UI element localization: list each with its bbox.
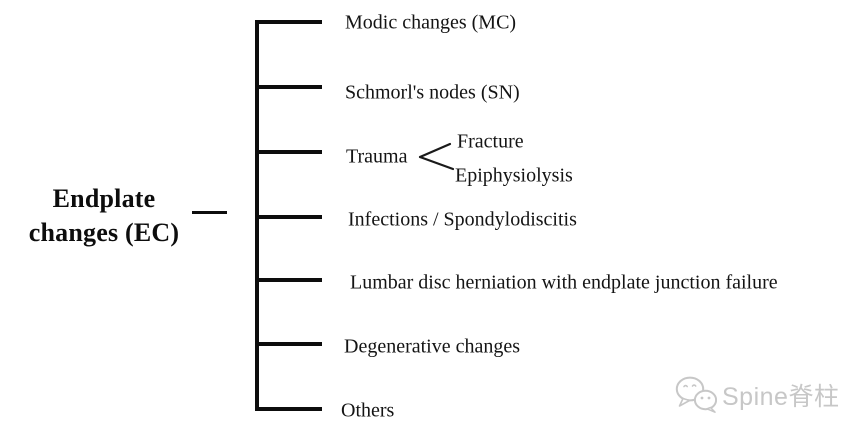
trauma-split-bracket (418, 142, 455, 171)
branch-label-trauma: Trauma (346, 145, 408, 168)
wechat-icon (675, 376, 717, 413)
branch-label-modic-changes: Modic changes (MC) (345, 11, 517, 34)
branch-tick-modic (255, 20, 322, 24)
root-label-line2: changes (EC) (28, 218, 180, 247)
root-connector-dash (192, 211, 227, 214)
trauma-child-epiphysiolysis: Epiphysiolysis (455, 164, 573, 187)
branch-label-degenerative-changes: Degenerative changes (344, 335, 521, 358)
root-label-line1: Endplate (52, 184, 156, 213)
watermark: Spine脊柱 (675, 376, 839, 413)
branch-tick-lumbar (255, 278, 322, 282)
watermark-text: Spine脊柱 (722, 382, 840, 411)
branch-tick-infections (255, 215, 322, 219)
branch-tick-others (255, 407, 322, 411)
branch-label-infections-spondylodiscitis: Infections / Spondylodiscitis (348, 208, 577, 231)
branch-tick-trauma (255, 150, 322, 154)
trauma-child-fracture: Fracture (457, 130, 524, 153)
branch-tick-schmorls (255, 85, 322, 89)
branch-label-schmorls-nodes: Schmorl's nodes (SN) (345, 81, 520, 104)
branch-label-others: Others (341, 399, 395, 422)
branch-label-lumbar-disc-herniation: Lumbar disc herniation with endplate jun… (350, 271, 778, 294)
branch-tick-degenerative (255, 342, 322, 346)
root-label: Endplate changes (EC) (12, 182, 196, 250)
